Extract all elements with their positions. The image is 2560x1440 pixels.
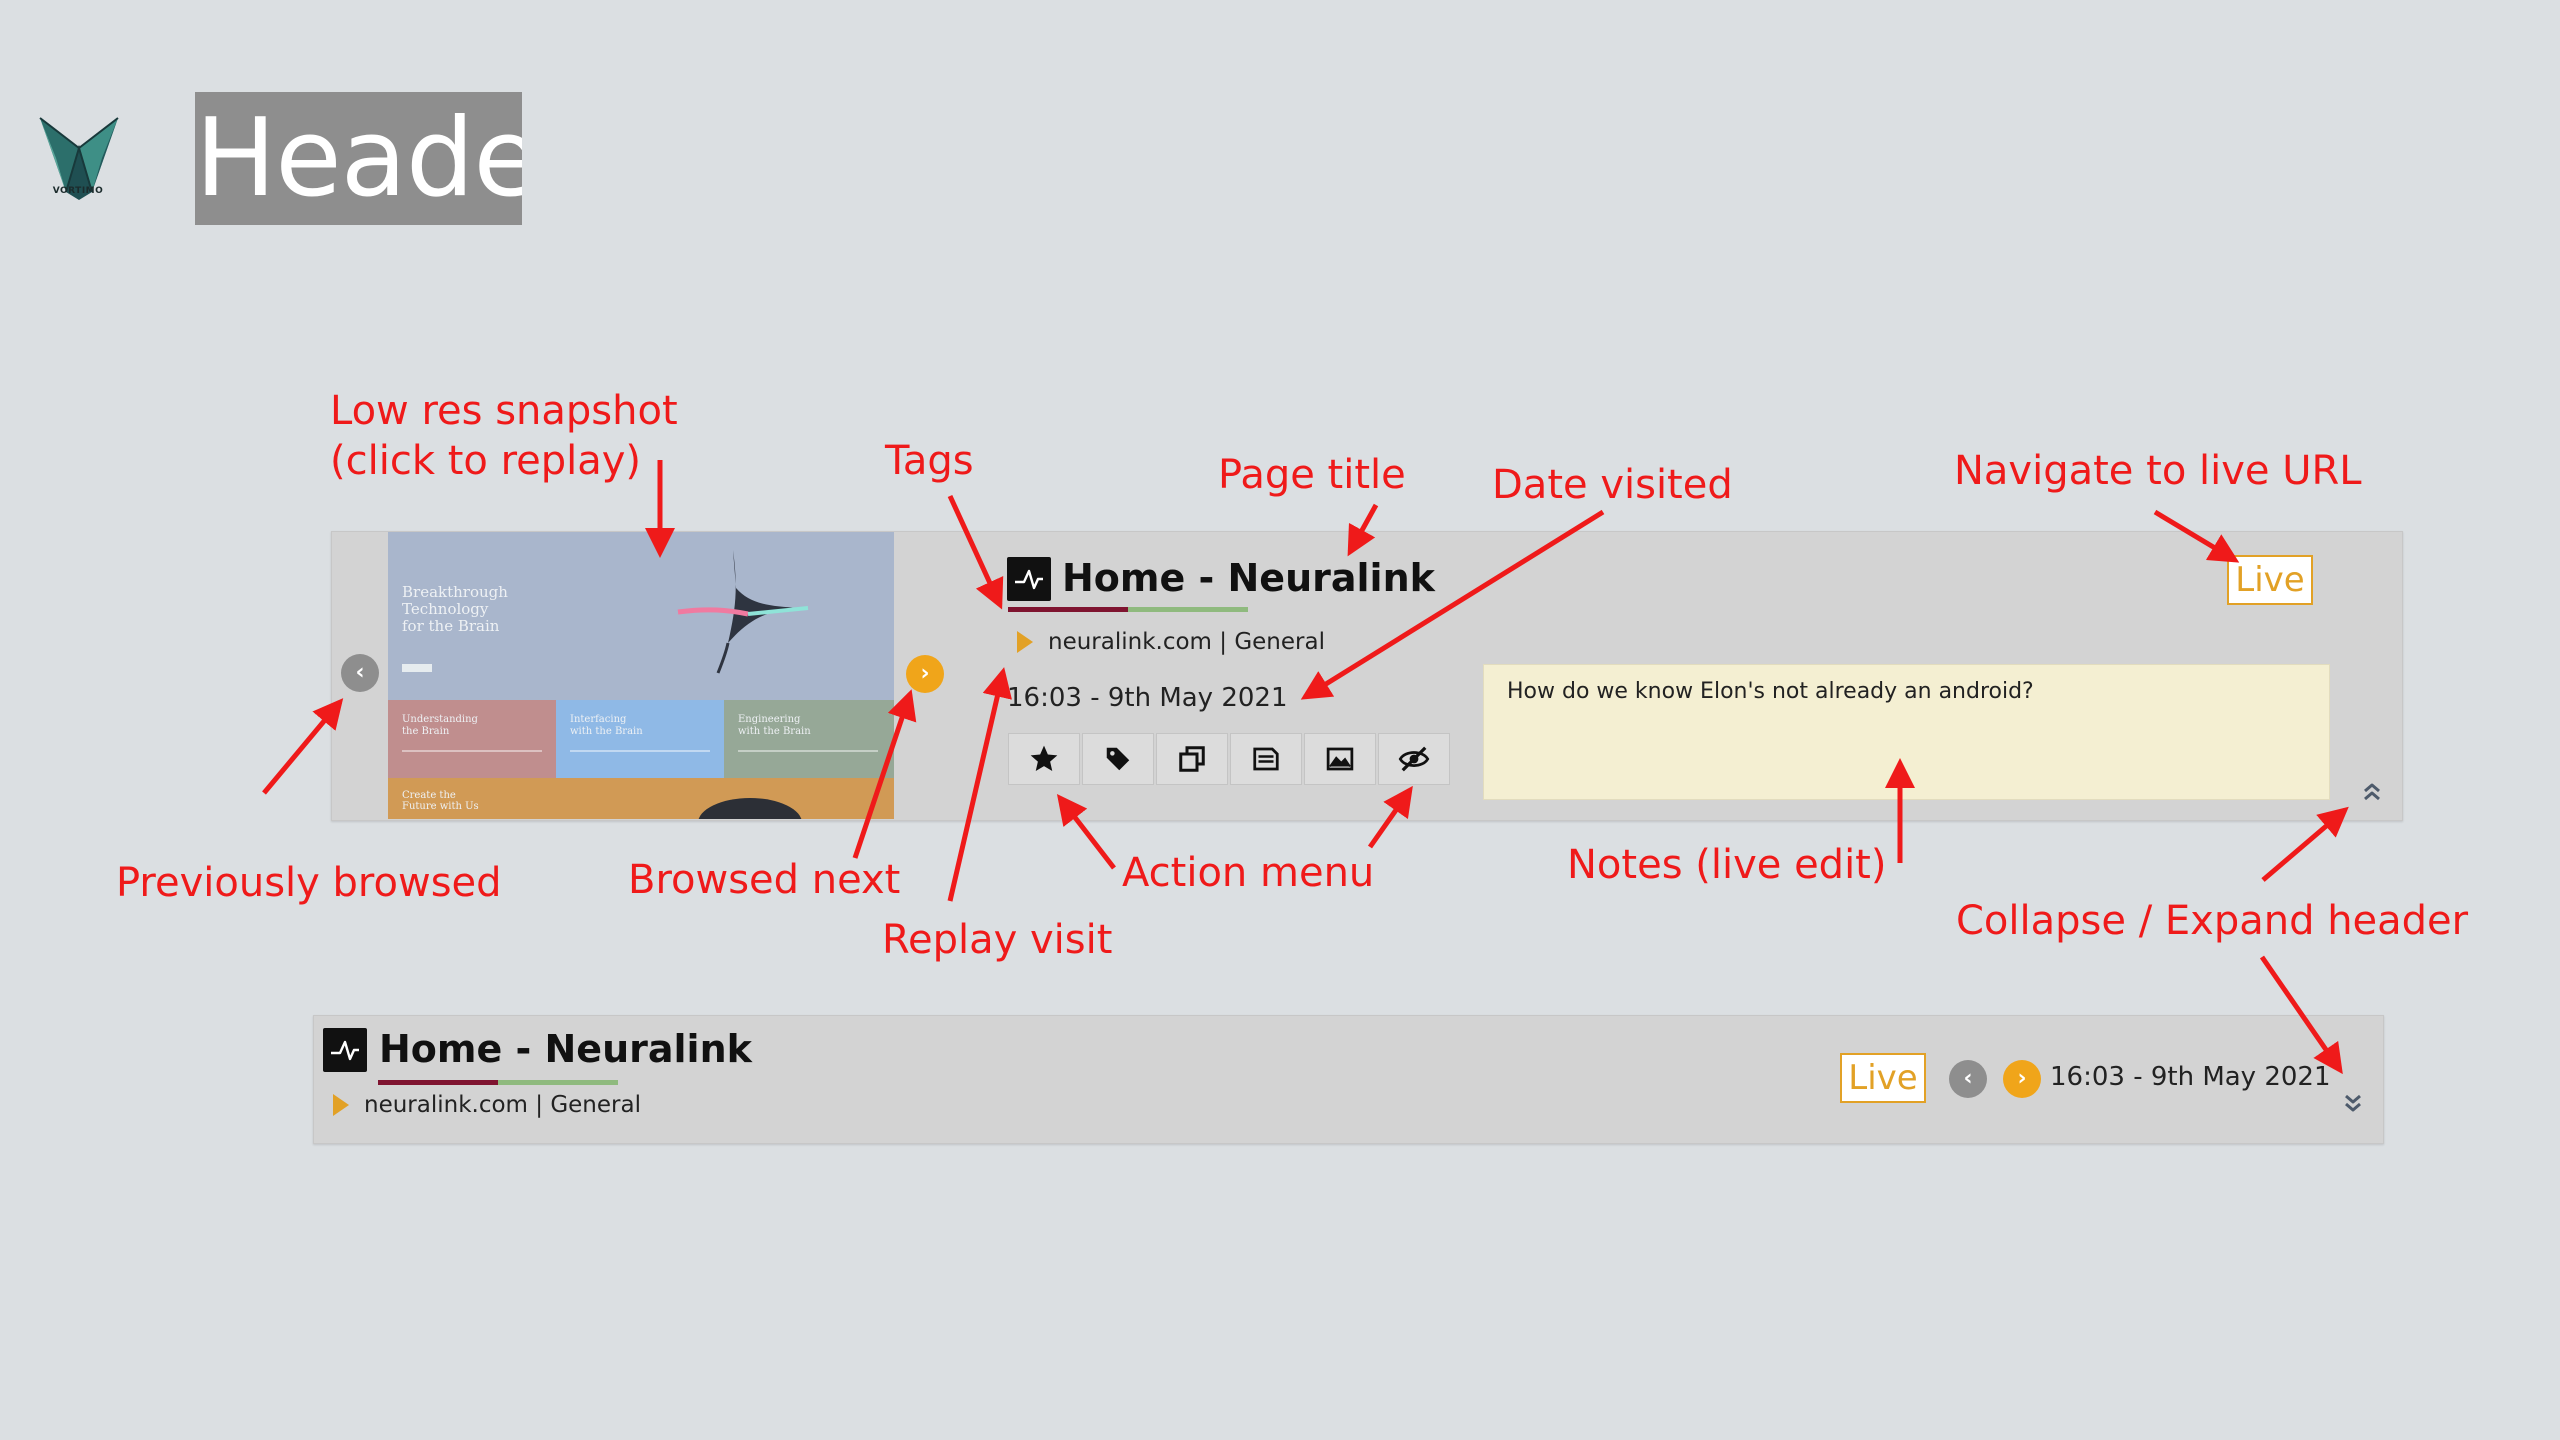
next-visit-button[interactable]: › [2003, 1060, 2041, 1098]
notes-button[interactable] [1230, 733, 1302, 785]
date-visited: 16:03 - 9th May 2021 [1007, 683, 1288, 713]
tag-color-bar[interactable] [1128, 607, 1248, 612]
tag-color-bar[interactable] [498, 1080, 618, 1085]
annotation-page-title: Page title [1218, 452, 1406, 498]
snapshot-card-3 [724, 700, 894, 778]
tag-color-bar[interactable] [1008, 607, 1128, 612]
chevron-right-icon: › [2017, 1066, 2027, 1091]
date-visited: 16:03 - 9th May 2021 [2050, 1062, 2331, 1092]
neuralink-logo-icon [1015, 569, 1043, 590]
hide-button[interactable] [1378, 733, 1450, 785]
star-icon [1030, 745, 1058, 771]
annotation-browsed-next: Browsed next [628, 857, 901, 903]
notes-icon [1253, 747, 1279, 771]
annotation-notes-live-edit: Notes (live edit) [1567, 842, 1887, 888]
snapshot-card-1 [388, 700, 556, 778]
annotation-navigate-live: Navigate to live URL [1954, 448, 2362, 494]
double-chevron-up-icon [2364, 783, 2380, 801]
site-favicon [1007, 557, 1051, 601]
copy-icon [1179, 746, 1205, 772]
neuralink-logo-icon [331, 1040, 359, 1061]
chevron-left-icon: ‹ [355, 660, 365, 685]
annotation-action-menu: Action menu [1122, 850, 1375, 896]
chevron-left-icon: ‹ [1963, 1066, 1973, 1091]
tag-icon [1106, 747, 1130, 771]
previous-visit-button[interactable]: ‹ [341, 654, 379, 692]
image-button[interactable] [1304, 733, 1376, 785]
site-favicon [323, 1028, 367, 1072]
next-visit-button[interactable]: › [906, 655, 944, 693]
notes-text: How do we know Elon's not already an and… [1507, 679, 2034, 704]
tag-color-bar[interactable] [378, 1080, 498, 1085]
page-title: Home - Neuralink [379, 1027, 752, 1071]
previous-visit-button[interactable]: ‹ [1949, 1060, 1987, 1098]
annotation-date-visited: Date visited [1492, 462, 1733, 508]
slide-title: Header [195, 96, 522, 221]
tag-button[interactable] [1082, 733, 1154, 785]
low-res-snapshot[interactable]: Breakthrough Technology for the Brain Un… [388, 532, 894, 819]
live-url-button[interactable]: Live [2227, 555, 2313, 605]
snapshot-probe-image [677, 550, 809, 674]
brand-name: VORTIMO [52, 186, 104, 196]
copy-button[interactable] [1156, 733, 1228, 785]
replay-visit-icon[interactable] [333, 1094, 349, 1116]
live-url-button[interactable]: Live [1840, 1053, 1926, 1103]
snapshot-card-2 [556, 700, 724, 778]
snapshot-device-image [698, 798, 802, 819]
eye-slash-icon [1398, 746, 1430, 772]
page-title: Home - Neuralink [1062, 556, 1435, 600]
snapshot-hero-text: Breakthrough Technology for the Brain [402, 583, 508, 635]
domain-category: neuralink.com | General [1048, 629, 1325, 655]
double-chevron-down-icon [2345, 1094, 2361, 1112]
snapshot-hero-button [402, 664, 432, 672]
collapse-header-button[interactable] [2355, 779, 2389, 805]
expand-header-button[interactable] [2336, 1090, 2370, 1116]
annotation-tags: Tags [885, 438, 974, 484]
annotation-collapse-expand: Collapse / Expand header [1956, 898, 2469, 944]
action-menu [1008, 733, 1452, 785]
snapshot-footer [388, 778, 894, 819]
vortimo-logo [36, 114, 122, 204]
annotation-low-res-snapshot: Low res snapshot [330, 388, 678, 434]
annotation-replay-visit: Replay visit [882, 917, 1113, 963]
domain-category: neuralink.com | General [364, 1092, 641, 1118]
annotation-click-to-replay: (click to replay) [330, 438, 642, 484]
annotation-previously-browsed: Previously browsed [116, 860, 502, 906]
image-icon [1326, 747, 1354, 771]
star-button[interactable] [1008, 733, 1080, 785]
slide-title-box: Header [195, 92, 522, 225]
snapshot-hero [388, 532, 894, 700]
chevron-right-icon: › [920, 661, 930, 686]
arrow-previously-browsed [262, 698, 344, 795]
notes-editor[interactable]: How do we know Elon's not already an and… [1483, 664, 2330, 800]
replay-visit-icon[interactable] [1017, 631, 1033, 653]
